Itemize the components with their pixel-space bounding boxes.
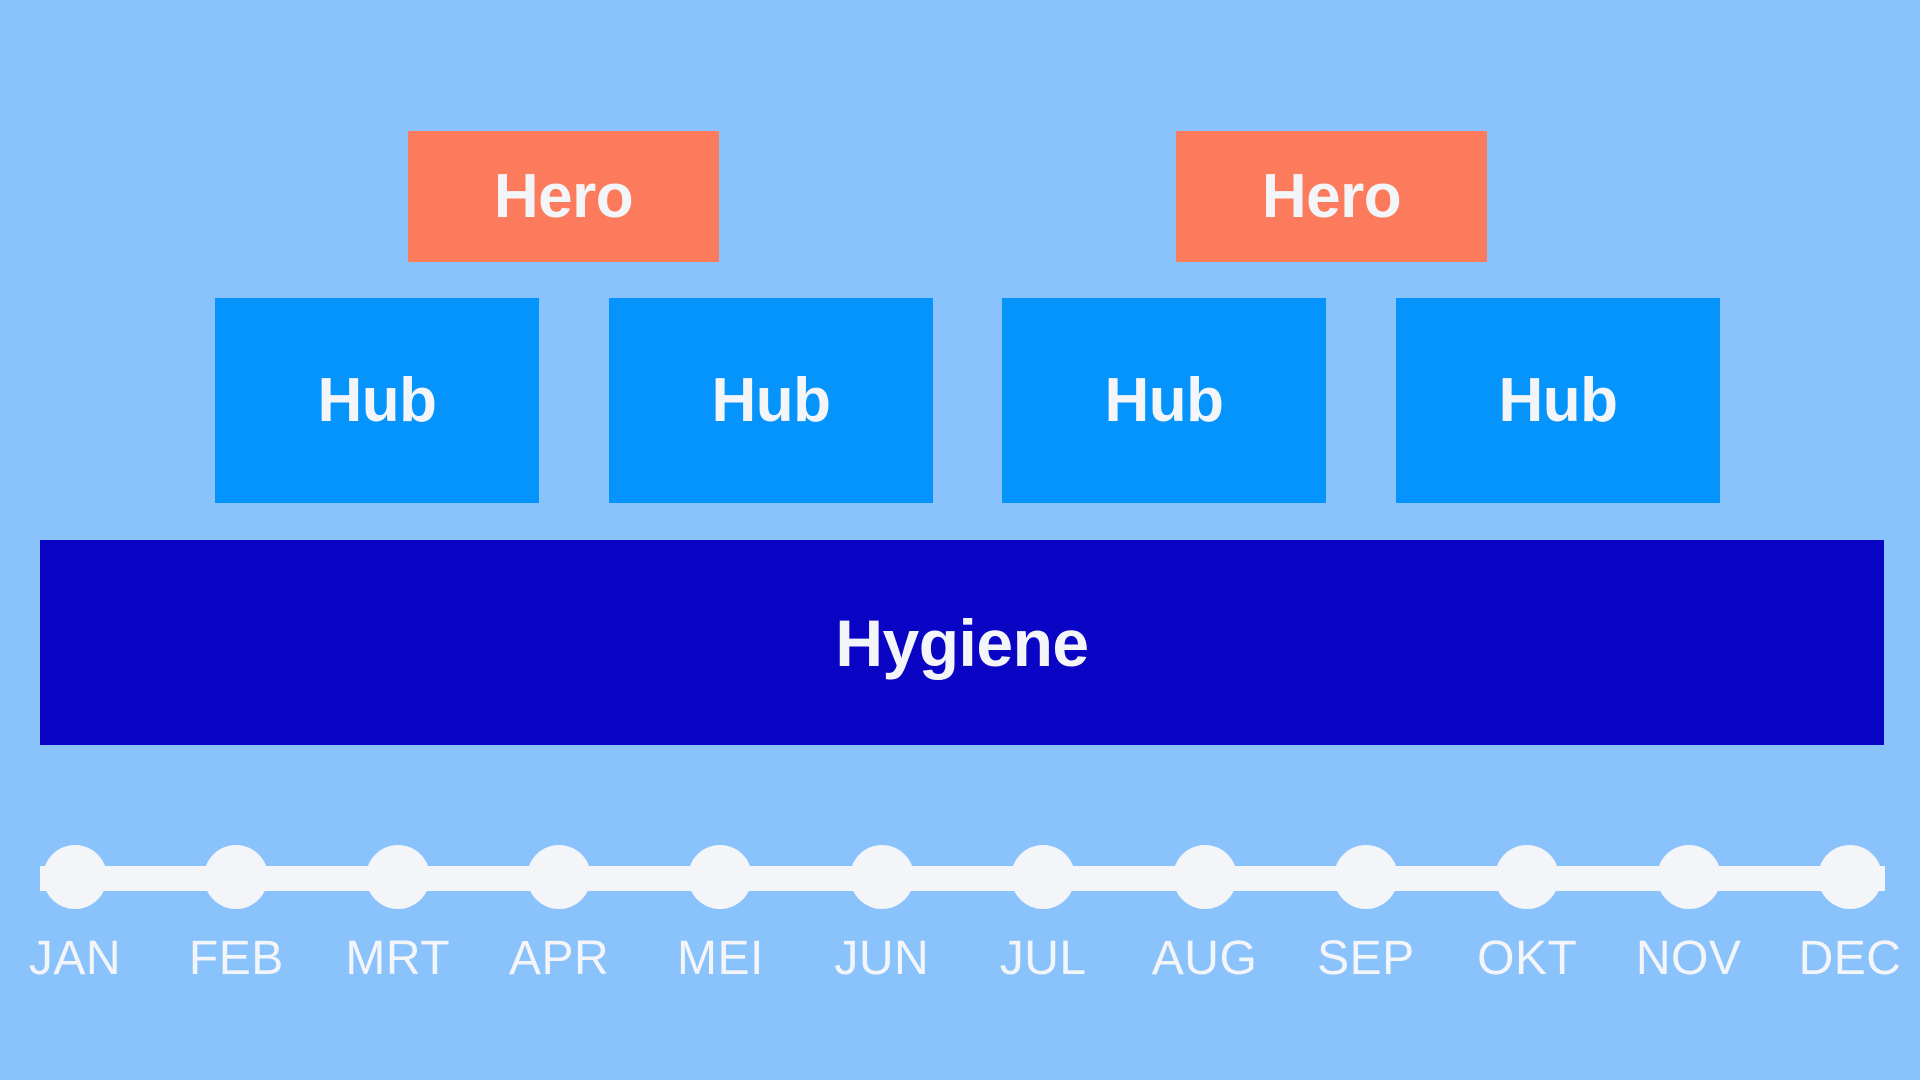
timeline-dot-icon[interactable] <box>1172 845 1237 909</box>
timeline-month-label: JUN <box>834 932 930 985</box>
timeline-stop[interactable]: JUL <box>983 840 1103 983</box>
hero-block-2[interactable]: Hero <box>1176 131 1487 262</box>
timeline-month-label: MEI <box>677 932 764 985</box>
hygiene-block[interactable]: Hygiene <box>40 540 1884 745</box>
timeline-month-label: FEB <box>188 932 284 985</box>
month-timeline: JAN FEB MRT APR MEI JUN JUL AUG SEP OKT NOV DEC <box>0 840 1920 1040</box>
timeline-month-label: MRT <box>345 932 451 985</box>
timeline-month-label: AUG <box>1151 932 1258 985</box>
timeline-stop[interactable]: MRT <box>338 840 458 983</box>
timeline-month-label: JAN <box>28 932 122 985</box>
hub-block-3[interactable]: Hub <box>1002 298 1326 503</box>
timeline-stop[interactable]: JUN <box>822 840 942 983</box>
hygiene-block-label: Hygiene <box>835 605 1089 680</box>
timeline-dot-icon[interactable] <box>849 845 914 909</box>
timeline-dot-icon[interactable] <box>1656 845 1721 909</box>
timeline-stop[interactable]: OKT <box>1467 840 1587 983</box>
timeline-month-label: SEP <box>1317 932 1415 985</box>
timeline-dot-icon[interactable] <box>1333 845 1398 909</box>
timeline-stop[interactable]: FEB <box>176 840 296 983</box>
hub-block-4[interactable]: Hub <box>1396 298 1720 503</box>
timeline-dot-icon[interactable] <box>688 845 753 909</box>
timeline-dot-icon[interactable] <box>1818 845 1882 909</box>
timeline-month-label: NOV <box>1635 932 1742 985</box>
hero-block-2-label: Hero <box>1261 161 1402 231</box>
timeline-month-label: APR <box>508 932 610 985</box>
timeline-dot-icon[interactable] <box>1495 845 1560 909</box>
hub-block-2[interactable]: Hub <box>609 298 933 503</box>
timeline-stop[interactable]: JAN <box>15 840 135 983</box>
hero-block-1[interactable]: Hero <box>408 131 719 262</box>
hub-block-2-label: Hub <box>711 365 831 435</box>
timeline-dot-icon[interactable] <box>365 845 430 909</box>
timeline-track <box>40 866 1885 891</box>
timeline-stop[interactable]: MEI <box>660 840 780 983</box>
timeline-month-label: DEC <box>1798 932 1902 985</box>
timeline-stop[interactable]: SEP <box>1306 840 1426 983</box>
timeline-stop[interactable]: AUG <box>1145 840 1265 983</box>
timeline-dot-icon[interactable] <box>43 845 107 909</box>
timeline-dot-icon[interactable] <box>204 845 269 909</box>
hub-block-3-label: Hub <box>1104 365 1224 435</box>
timeline-dot-icon[interactable] <box>527 845 592 909</box>
timeline-month-label: OKT <box>1477 932 1578 985</box>
timeline-stop[interactable]: DEC <box>1790 840 1910 983</box>
hero-block-1-label: Hero <box>493 161 634 231</box>
hub-block-1[interactable]: Hub <box>215 298 539 503</box>
timeline-month-label: JUL <box>999 932 1087 985</box>
hub-block-1-label: Hub <box>317 365 437 435</box>
hub-block-4-label: Hub <box>1498 365 1618 435</box>
timeline-stop[interactable]: APR <box>499 840 619 983</box>
timeline-dot-icon[interactable] <box>1011 845 1076 909</box>
timeline-stop[interactable]: NOV <box>1629 840 1749 983</box>
